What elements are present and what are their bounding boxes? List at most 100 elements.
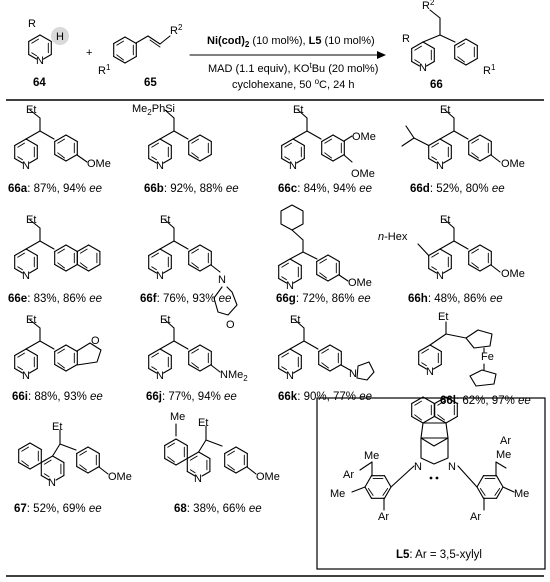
entry-label: 66d: 52%, 80% ee: [410, 183, 505, 195]
entry-label: 66k: 90%, 77% ee: [278, 391, 372, 403]
svg-text:N: N: [289, 160, 297, 172]
ligand-me: Me: [330, 488, 345, 500]
conditions-line-1: Ni(cod)2 (10 mol%), L5 (10 mol%): [207, 35, 375, 49]
group-n: N: [349, 368, 357, 380]
group-ome: OMe: [501, 268, 525, 280]
compound-66d: Et OMe N 66d: 52%, 80% ee: [401, 104, 525, 195]
group-nme2: NMe2: [220, 369, 248, 383]
n-label: N: [419, 62, 427, 74]
ligand-me: Me: [496, 449, 511, 461]
svg-text:N: N: [22, 270, 30, 282]
compound-66i: Et O N 66i: 88%, 93% ee: [12, 314, 103, 403]
group-et: Et: [438, 311, 448, 323]
group-et: Et: [198, 417, 208, 429]
group-ome: OMe: [256, 471, 280, 483]
compound-66g: OMe N 66g: 72%, 86% ee: [276, 204, 372, 305]
group-o: O: [226, 319, 235, 331]
svg-text:N: N: [156, 370, 164, 382]
compound-66a: Et OMe N 66a: 87%, 94% ee: [8, 104, 111, 195]
plus-sign: +: [86, 47, 92, 59]
entry-label: 66i: 88%, 93% ee: [12, 391, 103, 403]
svg-text:N: N: [286, 280, 294, 292]
svg-text:N: N: [286, 370, 294, 382]
compound-id-65: 65: [144, 77, 157, 89]
r1-label: R1: [98, 63, 111, 77]
entry-label: 66c: 84%, 94% ee: [278, 183, 372, 195]
entry-label: 66f: 76%, 93% ee: [140, 293, 231, 305]
entry-label: 67: 52%, 69% ee: [14, 503, 102, 515]
group-me: Me: [170, 411, 185, 423]
ligand-n-left: N: [414, 461, 422, 473]
compound-id-66: 66: [430, 79, 443, 91]
group-n: N: [194, 473, 202, 485]
svg-text:Et: Et: [440, 214, 450, 226]
svg-text:N: N: [436, 270, 444, 282]
product-66: R2 R N R1 66: [402, 0, 496, 91]
ligand-box-border: [316, 397, 546, 570]
ligand-l5-box: N N Me Ar Me Ar Me Ar Me Ar L5: Ar = 3,5…: [316, 396, 546, 570]
ligand-ar: Ar: [500, 435, 511, 447]
h-label: H: [56, 31, 64, 43]
group-o: O: [91, 335, 100, 347]
svg-text:Et: Et: [160, 214, 170, 226]
svg-text:Et: Et: [293, 104, 303, 116]
entry-label: 66j: 77%, 94% ee: [146, 391, 237, 403]
entry-label: 66h: 48%, 86% ee: [408, 293, 503, 305]
group-n: N: [218, 274, 226, 286]
group-n: N: [48, 477, 56, 489]
svg-text:N: N: [22, 370, 30, 382]
group-ome: OMe: [352, 131, 376, 143]
compound-66k: Et N N 66k: 90%, 77% ee: [278, 314, 375, 403]
group-ome: OMe: [351, 168, 375, 180]
svg-text:N: N: [22, 160, 30, 172]
compound-66l: Et Fe N 66l: 62%, 97% ee: [418, 311, 531, 407]
ligand-ar: Ar: [343, 469, 354, 481]
compound-67: Et OMe N 67: 52%, 69% ee: [14, 421, 132, 515]
compound-66f: Et N O N 66f: 76%, 93% ee: [140, 214, 238, 331]
compound-id-64: 64: [33, 77, 46, 89]
ligand-caption: L5: Ar = 3,5-xylyl: [396, 549, 482, 561]
entry-label: 66b: 92%, 88% ee: [144, 183, 239, 195]
compound-66b: Me2PhSi N 66b: 92%, 88% ee: [132, 103, 239, 195]
svg-text:Et: Et: [26, 314, 36, 326]
group-ome: OMe: [87, 158, 111, 170]
group-fe: Fe: [481, 351, 494, 363]
svg-text:Et: Et: [290, 314, 300, 326]
r-label: R: [28, 18, 36, 30]
reactant-65: R2 R1 65: [98, 23, 183, 89]
entry-label: 66e: 83%, 86% ee: [8, 293, 102, 305]
compound-68: Me Et OMe N 68: 38%, 66% ee: [164, 411, 280, 515]
group-ome: OMe: [501, 158, 525, 170]
ligand-n-right: N: [448, 461, 456, 473]
svg-text:Et: Et: [160, 314, 170, 326]
ligand-me: Me: [364, 450, 379, 462]
compound-66h: n-Hex Et OMe N 66h: 48%, 86% ee: [378, 214, 525, 305]
group-et: Et: [52, 421, 62, 433]
group-hexyl: n-Hex: [378, 231, 408, 243]
conditions-line-2: MAD (1.1 equiv), KOtBu (20 mol%): [208, 61, 378, 75]
svg-text:Et: Et: [440, 104, 450, 116]
r1-label: R1: [483, 63, 496, 77]
svg-text:Et: Et: [26, 214, 36, 226]
compound-66c: Et OMe OMe N 66c: 84%, 94% ee: [278, 104, 376, 195]
group-silyl: Me2PhSi: [132, 103, 175, 117]
compound-66e: Et N 66e: 83%, 86% ee: [8, 214, 102, 305]
reactant-64: R H N 64: [28, 18, 69, 89]
entry-label: 68: 38%, 66% ee: [174, 503, 262, 515]
ligand-ar: Ar: [470, 511, 481, 523]
reaction-scheme: R H N 64 + R2 R1 65 Ni(cod)2 (10 mol%), …: [28, 0, 496, 91]
svg-text:N: N: [426, 366, 434, 378]
r2-label: R2: [422, 0, 435, 12]
compound-66j: Et NMe2 N 66j: 77%, 94% ee: [146, 314, 248, 403]
r-label: R: [402, 33, 410, 45]
reaction-arrow: [189, 51, 386, 59]
svg-text:N: N: [156, 270, 164, 282]
svg-text:N: N: [156, 160, 164, 172]
ligand-ar: Ar: [378, 511, 389, 523]
entry-label: 66a: 87%, 94% ee: [8, 183, 102, 195]
svg-text:N: N: [436, 160, 444, 172]
group-ome: OMe: [348, 277, 372, 289]
ligand-me: Me: [514, 488, 529, 500]
entry-label: 66g: 72%, 86% ee: [276, 293, 371, 305]
r2-label: R2: [170, 23, 183, 37]
